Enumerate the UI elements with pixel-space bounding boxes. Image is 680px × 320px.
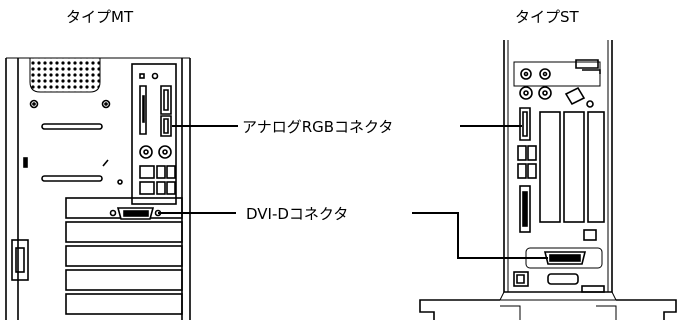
type-st-title: タイプST [515,8,580,26]
leader-dvi-st [412,212,548,259]
dvi-port-st [525,247,603,269]
vga-port-mt [160,85,172,115]
analog-rgb-label: アナログRGBコネクタ [242,118,393,136]
dvi-d-label: DVI-Dコネクタ [246,205,348,223]
type-st-pc [419,40,677,320]
screw-icon [101,99,111,109]
leader-lines [158,125,548,259]
vga-port-st [519,107,531,141]
type-mt-title: タイプMT [66,8,134,26]
type-mt-pc [5,57,191,320]
vent-grille [29,57,101,93]
screw-icon [29,99,39,109]
